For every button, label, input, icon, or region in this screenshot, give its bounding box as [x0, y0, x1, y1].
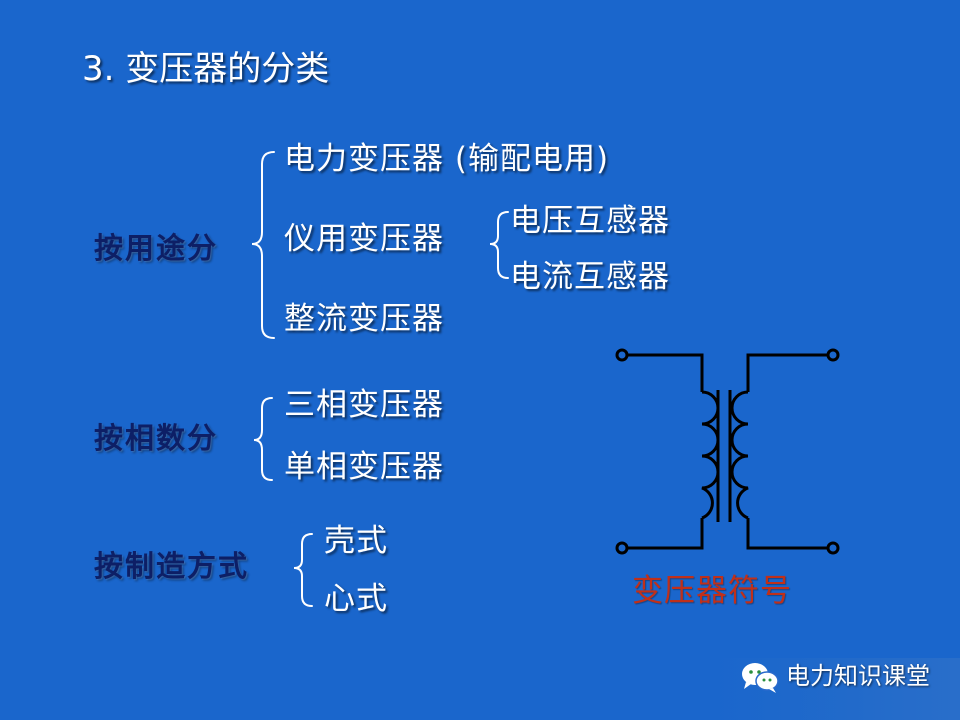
- page-title: 3. 变压器的分类: [82, 49, 330, 89]
- secondary-coil: [730, 390, 749, 520]
- item-core-type: 心式: [324, 581, 388, 617]
- category-by-build: 按制造方式: [94, 549, 250, 583]
- primary-coil: [701, 390, 720, 520]
- watermark-text: 电力知识课堂: [786, 662, 930, 690]
- terminal-top-left: [615, 348, 629, 362]
- item-single-phase: 单相变压器: [284, 449, 444, 485]
- item-instrument-transformer: 仪用变压器: [284, 221, 444, 257]
- terminal-top-right: [826, 348, 840, 362]
- transformer-symbol: [615, 348, 840, 555]
- wechat-icon: [742, 663, 779, 693]
- item-power-transformer: 电力变压器 (输配电用): [284, 141, 610, 177]
- category-by-phase: 按相数分: [94, 421, 219, 455]
- brace-by-build: [293, 533, 313, 607]
- item-current-transformer: 电流互感器: [510, 259, 670, 295]
- item-voltage-transformer: 电压互感器: [510, 203, 670, 239]
- brace-by-use: [251, 151, 275, 339]
- terminal-bottom-right: [826, 541, 840, 555]
- item-shell-type: 壳式: [324, 523, 388, 559]
- item-rectifier-transformer: 整流变压器: [284, 301, 444, 337]
- brace-by-phase: [253, 397, 273, 481]
- symbol-caption: 变压器符号: [632, 573, 792, 609]
- terminal-bottom-left: [615, 541, 629, 555]
- brace-instrument: [489, 211, 509, 279]
- item-three-phase: 三相变压器: [284, 387, 444, 423]
- category-by-use: 按用途分: [94, 231, 219, 265]
